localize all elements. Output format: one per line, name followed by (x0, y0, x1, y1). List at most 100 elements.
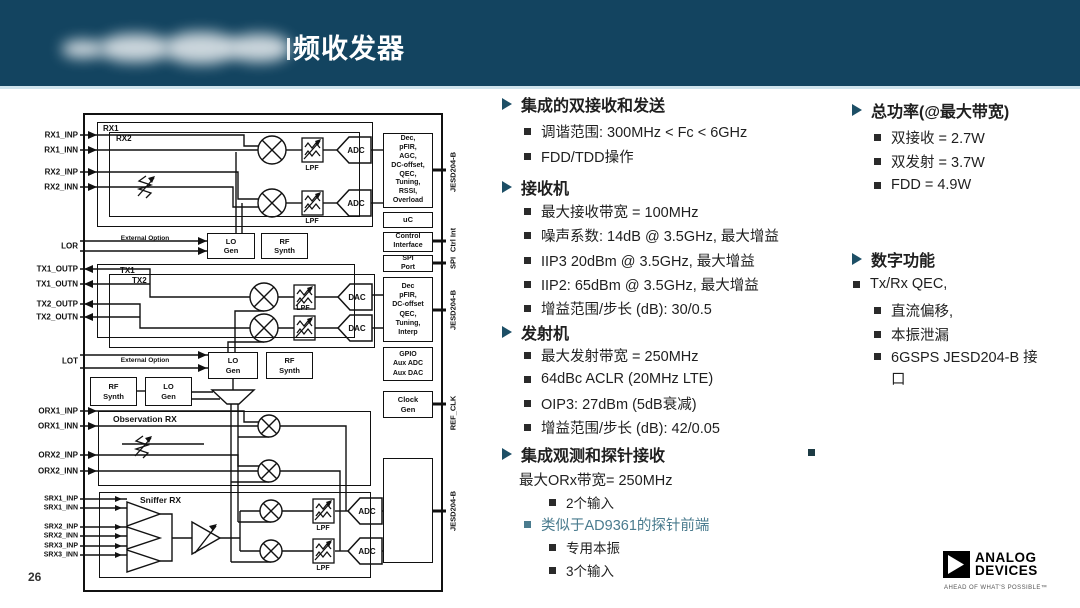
triangle-bullet-icon (502, 326, 512, 338)
feature-item-text: 双接收 = 2.7W (891, 130, 985, 147)
rx2-box-label: RX2 (116, 134, 132, 143)
logo-tagline: AHEAD OF WHAT'S POSSIBLE™ (944, 585, 1048, 591)
sniffer-rx-label: Sniffer RX (140, 495, 182, 505)
lo-gen-block: LO Gen (145, 377, 192, 406)
mixer-icon (257, 414, 281, 438)
gpio-block: GPIO Aux ADC Aux DAC (383, 347, 433, 381)
title-blur-blob (228, 34, 290, 62)
square-bullet-icon (524, 152, 531, 160)
rx1-box-label: RX1 (103, 124, 119, 133)
lo-gen-block: LO Gen (208, 352, 258, 379)
feature-item: 增益范围/步长 (dB): 42/0.05 (524, 416, 720, 438)
square-bullet-icon (549, 566, 556, 574)
feature-heading: 总功率(@最大带宽) (852, 99, 1009, 121)
external-option-label: External Option (120, 235, 170, 242)
adc-icon (335, 189, 372, 217)
lpf-label: LPF (316, 525, 330, 532)
feature-item-text: OIP3: 27dBm (5dB衰减) (541, 396, 697, 413)
mixer-icon (259, 539, 283, 563)
feature-item-text: 增益范围/步长 (dB): 42/0.05 (541, 420, 720, 437)
lpf-icons (293, 137, 335, 564)
square-bullet-icon (874, 330, 881, 338)
pin-label: ORX2_INN (37, 466, 78, 476)
feature-heading-text: 集成观测和探针接收 (521, 448, 666, 465)
feature-item: 双发射 = 3.7W (874, 150, 985, 172)
chip-boundary (83, 113, 443, 592)
lpf-icon (312, 498, 335, 524)
pin-label: TX2_OUTP (36, 299, 78, 309)
feature-item: 调谐范围: 300MHz < Fc < 6GHz (524, 120, 747, 142)
slide-title: 频收发器 (293, 34, 405, 64)
pin-label: RX1_INN (44, 145, 78, 155)
converter-icons (335, 136, 383, 565)
square-bullet-icon (549, 498, 556, 506)
rx-digital-block: Dec, pFIR, AGC, DC-offset, QEC, Tuning, … (383, 133, 433, 208)
square-bullet-icon (874, 306, 881, 314)
orx-digital-block (383, 458, 433, 563)
feature-item: 噪声系数: 14dB @ 3.5GHz, 最大增益 (524, 224, 779, 246)
feature-item-text: 增益范围/步长 (dB): 30/0.5 (541, 301, 712, 318)
pin-label: LOT (62, 356, 78, 366)
triangle-bullet-icon (502, 98, 512, 110)
analog-devices-logo-icon (943, 551, 970, 583)
amp-icons (126, 389, 256, 573)
lpf-icon (312, 538, 335, 564)
feature-item-text: 最大接收带宽 = 100MHz (541, 204, 699, 221)
spi-port-label: SPI (448, 256, 458, 270)
pin-label: TX2_OUTN (36, 312, 78, 322)
lpf-icon (301, 190, 324, 216)
pin-label: SRX3_INP (44, 542, 78, 550)
feature-heading-text: 集成的双接收和发送 (521, 98, 666, 115)
rf-synth-block: RF Synth (261, 233, 308, 259)
pin-label: TX1_OUTN (36, 279, 78, 289)
mixer-icons (249, 135, 287, 563)
feature-subitem-text: 专用本振 (566, 541, 620, 556)
mixer-icon (259, 499, 283, 523)
feature-subitem: 3个输入 (549, 559, 614, 581)
uc-block: uC (383, 212, 433, 228)
page-number: 26 (28, 570, 42, 584)
title-blur-blob (100, 34, 170, 62)
lpf-label: LPF (296, 305, 310, 312)
dac-label: DAC (348, 293, 366, 302)
title-blur-blob (62, 40, 104, 58)
triangle-bullet-icon (852, 104, 862, 116)
feature-item-text: 直流偏移, (891, 303, 954, 320)
feature-item-text: Tx/Rx QEC, (870, 276, 948, 292)
feature-item: 64dBc ACLR (20MHz LTE) (524, 368, 713, 390)
feature-item: IIP2: 65dBm @ 3.5GHz, 最大增益 (524, 273, 759, 295)
control-interface-block: Control Interface (383, 232, 433, 252)
mixer-icon (257, 459, 281, 483)
square-bullet-icon (524, 399, 531, 407)
feature-subitem: 2个输入 (549, 491, 614, 513)
feature-heading-text: 数字功能 (871, 253, 936, 270)
feature-subitem-text: 3个输入 (566, 564, 615, 579)
tx2-box (109, 274, 375, 348)
pin-label: SRX2_INN (43, 532, 78, 540)
adc-label: ADC (347, 146, 365, 155)
spi-port-block: SPI Port (383, 255, 433, 272)
sniffer-rx-box (99, 492, 371, 578)
feature-subitem-text: 2个输入 (566, 496, 615, 511)
feature-item: FDD = 4.9W (874, 174, 971, 196)
feature-item-text: 噪声系数: 14dB @ 3.5GHz, 最大增益 (541, 228, 779, 245)
jesd204b-port-label: JESD204-B (448, 289, 458, 331)
square-bullet-icon (524, 256, 531, 264)
stray-bullet (808, 449, 815, 456)
feature-item: IIP3 20dBm @ 3.5GHz, 最大增益 (524, 249, 755, 271)
square-bullet-icon (524, 280, 531, 288)
square-bullet-icon (524, 375, 531, 383)
adc-icon (335, 136, 372, 164)
feature-heading: 数字功能 (852, 248, 935, 270)
square-bullet-icon (524, 207, 531, 215)
mixer-icon (257, 135, 287, 165)
feature-item-text: FDD = 4.9W (891, 177, 972, 193)
feature-item-text: IIP3 20dBm @ 3.5GHz, 最大增益 (541, 253, 755, 270)
jesd204b-port-label: JESD204-B (448, 490, 458, 532)
pin-label: ORX1_INN (37, 421, 78, 431)
lpf-icon (293, 284, 316, 310)
triangle-bullet-icon (852, 253, 862, 265)
rf-synth-block: RF Synth (266, 352, 313, 379)
amp-icon (126, 526, 163, 550)
pin-label: RX2_INN (44, 182, 78, 192)
